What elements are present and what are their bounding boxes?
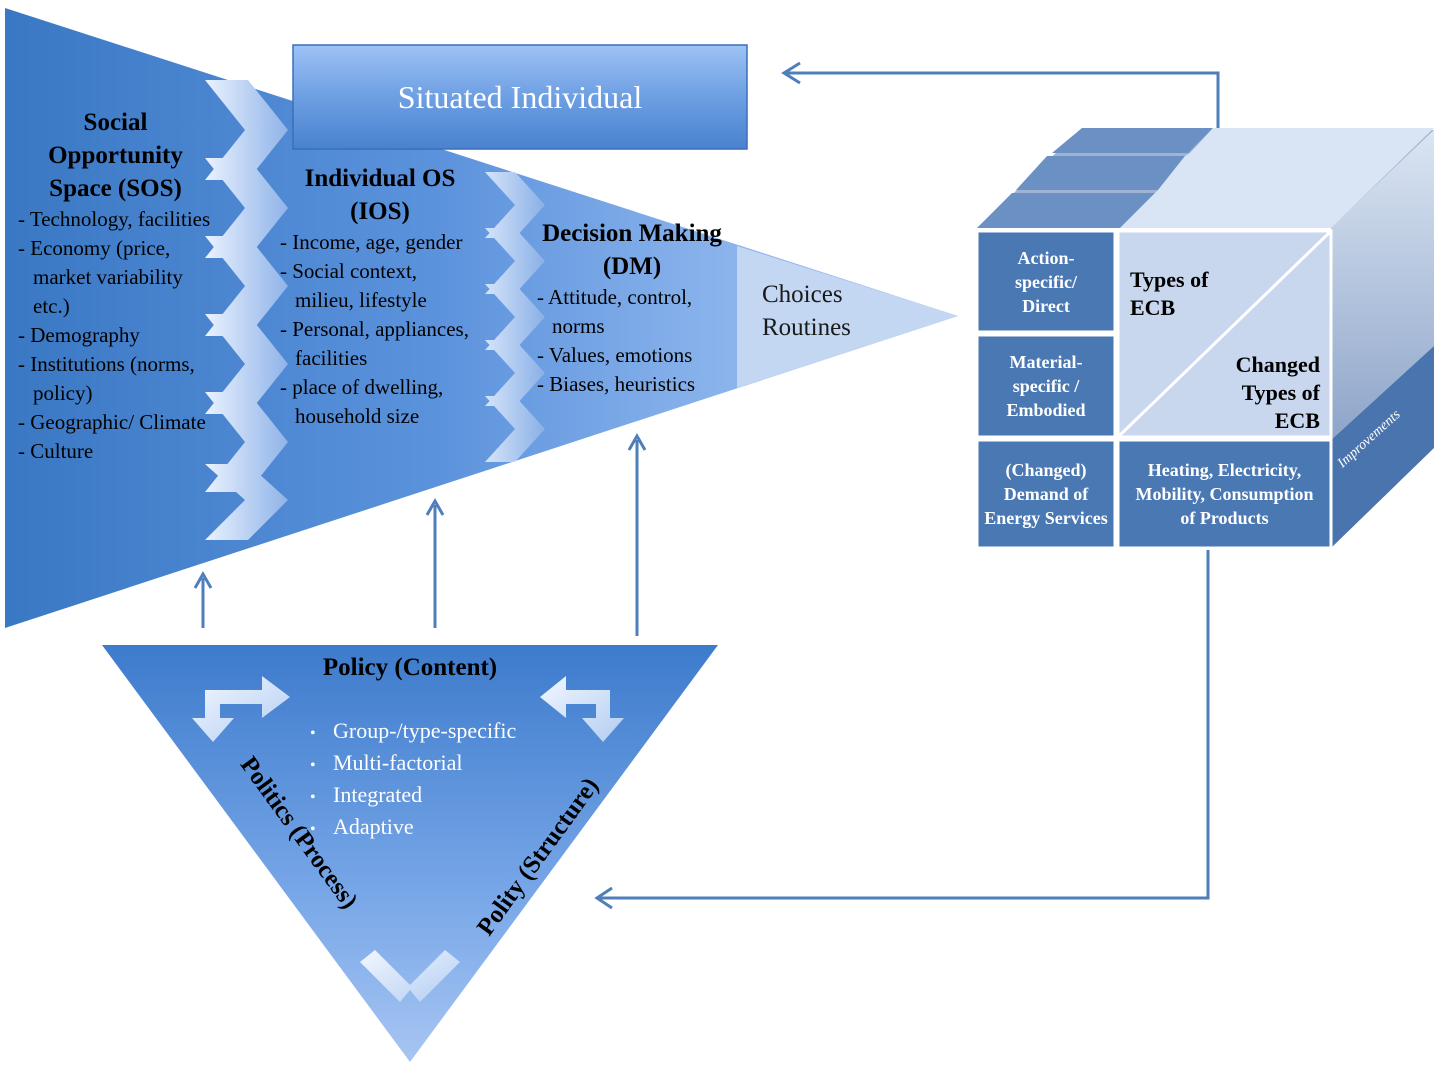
cube-material-specific: Material-specific / Embodied [1006, 352, 1086, 420]
dm-block: Decision Making (DM) Attitude, control, … [537, 217, 727, 399]
title-label: Situated Individual [397, 78, 643, 115]
policy-item: Integrated [310, 780, 516, 812]
ios-item: Income, age, gender [280, 228, 480, 257]
sos-item: Geographic/ Climate [18, 408, 213, 437]
cube-side-improvements [1331, 346, 1434, 548]
sos-item: Culture [18, 437, 213, 466]
ios-block: Individual OS (IOS) Income, age, gender … [280, 162, 480, 431]
dm-list: Attitude, control, norms Values, emotion… [537, 283, 727, 399]
sos-item: Economy (price, market variability etc.) [18, 234, 213, 321]
ios-item: Personal, appliances, facilities [280, 315, 480, 373]
cube-changed-types-ecb: Changed Types of ECB [1235, 352, 1320, 433]
policy-cycle-arrows [192, 676, 624, 1002]
ios-item: Social context, milieu, lifestyle [280, 257, 480, 315]
dm-item: Biases, heuristics [537, 370, 727, 399]
choices-label: Choices [762, 281, 843, 308]
policy-item: Multi-factorial [310, 748, 516, 780]
policy-item: Group-/type-specific [310, 716, 516, 748]
dm-heading: Decision Making (DM) [542, 220, 722, 280]
chevrons-sos-ios [205, 80, 288, 540]
sos-item: Technology, facilities [18, 205, 213, 234]
sos-heading: Social Opportunity Space (SOS) [48, 109, 183, 202]
cube-types-ecb: Types of ECB [1130, 267, 1209, 320]
sos-item: Demography [18, 321, 213, 350]
sos-list: Technology, facilities Economy (price, m… [18, 205, 213, 466]
policy-title: Policy (Content) [322, 654, 498, 681]
policy-item: Adaptive [310, 812, 516, 844]
sos-item: Institutions (norms, policy) [18, 350, 213, 408]
feedback-arrows [594, 61, 1220, 910]
cube-side-face [1331, 130, 1434, 440]
choices-region [737, 246, 958, 388]
cube-services: Heating, Electricity, Mobility, Consumpt… [1135, 460, 1314, 528]
cube-action-specific: Action-specific/ Direct [1015, 248, 1077, 316]
choices-routines: Choices Routines [762, 278, 851, 344]
cube [975, 128, 1434, 550]
policy-list: Group-/type-specific Multi-factorial Int… [310, 716, 516, 844]
upward-arrows [193, 432, 647, 636]
cube-demand: (Changed) Demand of Energy Services [984, 460, 1108, 528]
policy-triangle [102, 645, 718, 1062]
chevrons-ios-dm [485, 172, 545, 462]
ios-list: Income, age, gender Social context, mili… [280, 228, 480, 431]
routines-label: Routines [762, 314, 851, 341]
ios-item: place of dwelling, household size [280, 373, 480, 431]
title-box [292, 44, 748, 150]
dm-item: Attitude, control, norms [537, 283, 727, 341]
sos-block: Social Opportunity Space (SOS) Technolog… [18, 106, 213, 466]
ios-heading: Individual OS (IOS) [304, 165, 456, 225]
dm-item: Values, emotions [537, 341, 727, 370]
